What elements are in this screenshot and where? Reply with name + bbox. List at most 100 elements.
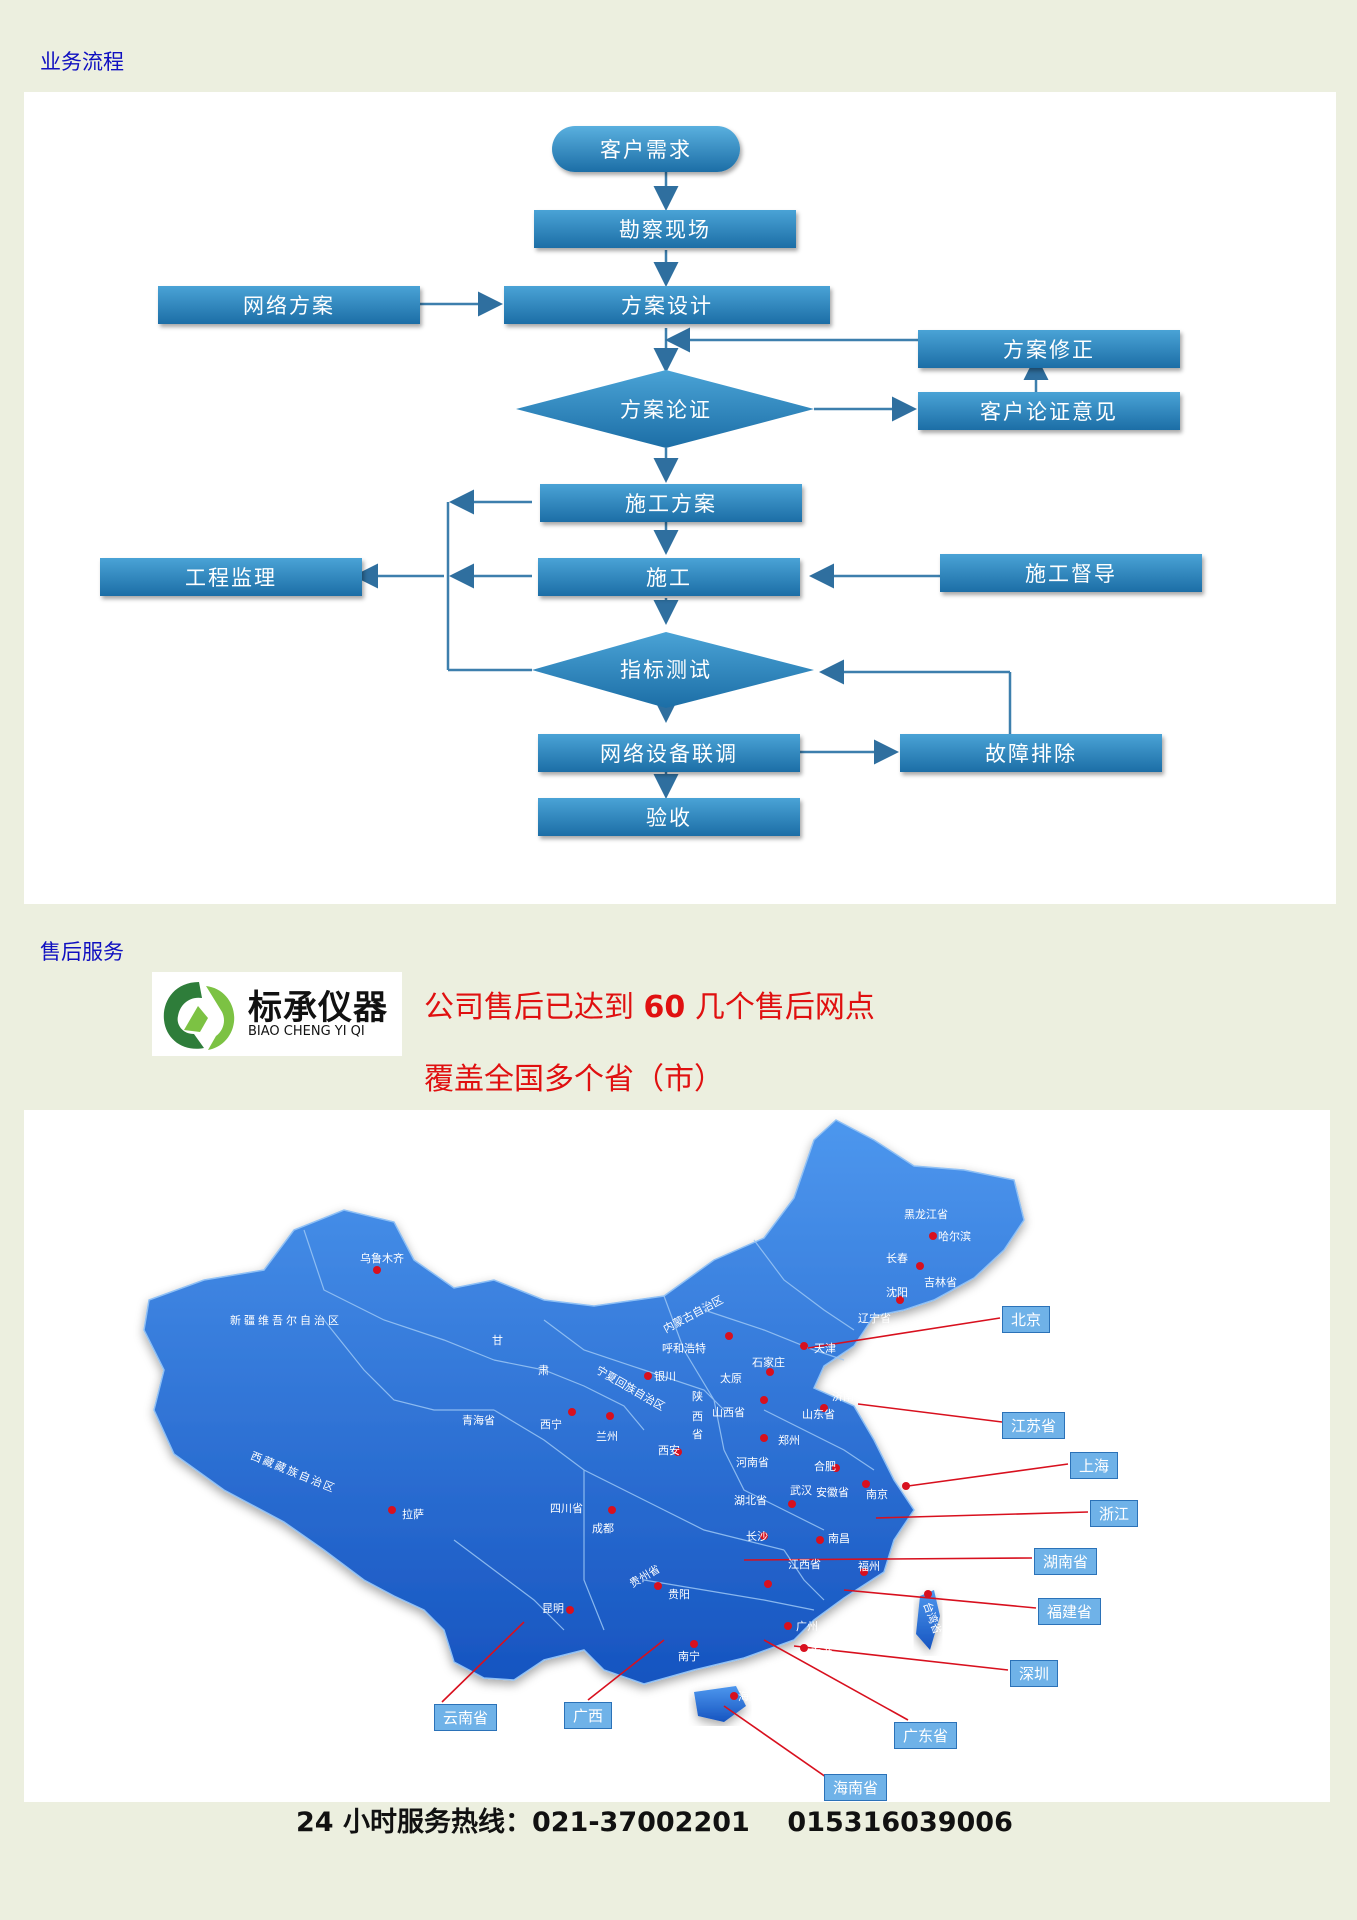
city-dot xyxy=(820,1404,828,1412)
label-hohhot: 呼和浩特 xyxy=(662,1342,706,1355)
city-dot xyxy=(800,1342,808,1350)
label-guangzhou: 广州 xyxy=(796,1620,818,1633)
city-dot xyxy=(929,1232,937,1240)
label-hubei: 湖北省 xyxy=(734,1494,767,1507)
service-network-count-text: 公司售后已达到 60 几个售后网点 xyxy=(424,982,875,1026)
callout-beijing: 北京 xyxy=(1002,1306,1051,1333)
node-plan-review-label: 方案论证 xyxy=(620,398,712,422)
callout-hainan: 海南省 xyxy=(824,1774,888,1801)
label-yinchuan: 银川 xyxy=(654,1370,676,1383)
label-nanchang: 南昌 xyxy=(828,1532,850,1545)
city-dot xyxy=(568,1408,576,1416)
diamond-plan-review xyxy=(516,370,814,448)
diamond-index-test xyxy=(532,632,814,708)
city-dot xyxy=(816,1536,824,1544)
callout-guangdong: 广东省 xyxy=(894,1722,958,1749)
city-dot xyxy=(860,1568,868,1576)
label-su: 肃 xyxy=(538,1364,549,1377)
city-dot xyxy=(832,1464,840,1472)
section-title-after-sales: 售后服务 xyxy=(40,940,124,964)
city-dot xyxy=(654,1582,662,1590)
label-taiyuan: 太原 xyxy=(720,1372,742,1385)
label-lhasa: 拉萨 xyxy=(402,1508,424,1521)
label-taibei: 台北 xyxy=(920,1574,942,1587)
label-xinjiang: 新疆维吾尔自治区 xyxy=(230,1314,342,1327)
city-dot xyxy=(760,1532,768,1540)
flowchart-connectors xyxy=(353,172,1049,799)
callout-guangxi: 广西 xyxy=(564,1702,613,1729)
node-network-commissioning: 网络设备联调 xyxy=(538,734,800,772)
section-title-business-process: 业务流程 xyxy=(40,50,124,74)
label-chengdu: 成都 xyxy=(592,1522,614,1535)
callout-lines xyxy=(441,1317,1089,1785)
label-nanning: 南宁 xyxy=(678,1650,700,1663)
city-dot xyxy=(896,1296,904,1304)
label-tianjin: 天津 xyxy=(814,1342,836,1355)
city-dot xyxy=(800,1644,808,1652)
label-jinan: 济南 xyxy=(832,1390,854,1403)
node-plan-design: 方案设计 xyxy=(504,286,830,324)
node-customer-feedback: 客户论证意见 xyxy=(918,392,1180,430)
node-site-survey: 勘察现场 xyxy=(534,210,796,248)
company-logo: 标承仪器 BIAO CHENG YI QI xyxy=(152,972,402,1056)
city-dot xyxy=(764,1580,772,1588)
city-dot xyxy=(566,1606,574,1614)
node-network-plan: 网络方案 xyxy=(158,286,420,324)
label-shenyang: 沈阳 xyxy=(886,1286,908,1299)
city-dot xyxy=(644,1372,652,1380)
label-liaoning: 辽宁省 xyxy=(858,1312,891,1325)
node-engineering-supervision: 工程监理 xyxy=(100,558,362,596)
label-qinghai: 青海省 xyxy=(462,1414,495,1427)
city-dot xyxy=(902,1482,910,1490)
service-text-post: 几个售后网点 xyxy=(685,990,875,1025)
label-nanjing: 南京 xyxy=(866,1488,888,1501)
label-hefei: 合肥 xyxy=(814,1460,836,1473)
city-dot xyxy=(862,1480,870,1488)
taiwan-island-shape xyxy=(916,1590,940,1650)
service-hotline: 24 小时服务热线：021-37002201 015316039006 xyxy=(296,1807,1013,1838)
node-acceptance: 验收 xyxy=(538,798,800,836)
node-construction-oversight: 施工督导 xyxy=(940,554,1202,592)
city-dot xyxy=(388,1506,396,1514)
node-construction: 施工 xyxy=(538,558,800,596)
china-map xyxy=(143,1119,1089,1785)
callout-yunnan: 云南省 xyxy=(434,1704,498,1731)
callout-shanghai: 上海 xyxy=(1070,1452,1119,1479)
label-xining: 西宁 xyxy=(540,1418,562,1431)
city-dot xyxy=(606,1412,614,1420)
province-borders xyxy=(303,1229,875,1631)
label-lanzhou: 兰州 xyxy=(596,1430,618,1443)
city-dot xyxy=(766,1368,774,1376)
label-fuzhou: 福州 xyxy=(858,1560,880,1573)
city-dot xyxy=(725,1332,733,1340)
city-dot xyxy=(730,1692,738,1700)
city-dot xyxy=(760,1434,768,1442)
label-shaanxi-3: 省 xyxy=(692,1428,703,1441)
label-shandong: 山东省 xyxy=(802,1408,835,1421)
label-harbin: 哈尔滨 xyxy=(938,1230,971,1243)
service-coverage-text: 覆盖全国多个省（市） xyxy=(424,1062,724,1097)
label-macau: 澳门 xyxy=(766,1662,788,1675)
city-dot xyxy=(916,1262,924,1270)
label-sichuan: 四川省 xyxy=(550,1502,583,1515)
label-heilongjiang: 黑龙江省 xyxy=(904,1208,948,1221)
china-mainland-shape xyxy=(143,1119,1025,1685)
label-xian: 西安 xyxy=(658,1444,680,1457)
label-zhengzhou: 郑州 xyxy=(778,1434,800,1447)
city-dot xyxy=(690,1640,698,1648)
service-text-pre: 公司售后已达到 xyxy=(424,990,644,1025)
city-dot xyxy=(788,1500,796,1508)
label-jiangxi: 江西省 xyxy=(788,1558,821,1571)
city-dot xyxy=(784,1622,792,1630)
city-dot xyxy=(760,1396,768,1404)
callout-zhejiang: 浙江 xyxy=(1090,1500,1139,1527)
logo-mark-icon xyxy=(163,982,235,1050)
node-plan-revision: 方案修正 xyxy=(918,330,1180,368)
label-anhui: 安徽省 xyxy=(816,1486,849,1499)
label-wuhan: 武汉 xyxy=(790,1484,812,1497)
logo-chinese-name: 标承仪器 xyxy=(248,988,388,1028)
label-hongkong: 香港 xyxy=(810,1646,832,1659)
label-gan: 甘 xyxy=(492,1334,503,1347)
label-changsha: 长沙 xyxy=(746,1530,768,1543)
label-shaanxi-2: 西 xyxy=(692,1410,703,1423)
